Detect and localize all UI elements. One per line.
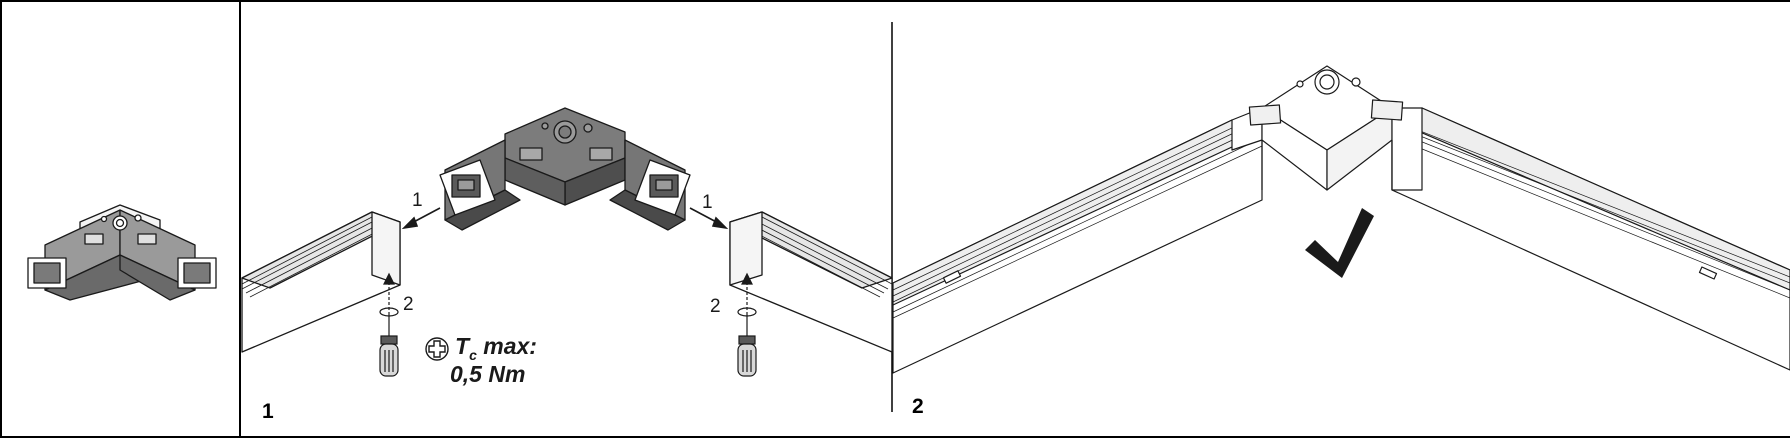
screwdriver-right-icon [737, 272, 757, 377]
assembled-track [892, 65, 1790, 374]
callout-insert-left: 1 [412, 190, 423, 211]
torque-label: Tc max: [455, 333, 537, 363]
callout-screw-right: 2 [710, 296, 721, 317]
phillips-screw-icon [425, 337, 449, 361]
insert-arrows [401, 207, 729, 230]
track-left [241, 211, 401, 353]
l-connector [439, 107, 691, 231]
checkmark-icon [1305, 208, 1374, 278]
screwdriver-left-icon [379, 272, 399, 377]
torque-subscript: c [469, 347, 477, 363]
callout-screw-left: 2 [403, 294, 414, 315]
step-number-2: 2 [912, 395, 924, 418]
callout-insert-right: 1 [702, 192, 713, 213]
torque-value: 0,5 Nm [450, 361, 525, 387]
torque-symbol: T [455, 333, 471, 359]
overview-connector [27, 204, 217, 301]
torque-suffix: max: [477, 333, 537, 359]
step-number-1: 1 [262, 400, 274, 423]
track-right [729, 211, 893, 353]
